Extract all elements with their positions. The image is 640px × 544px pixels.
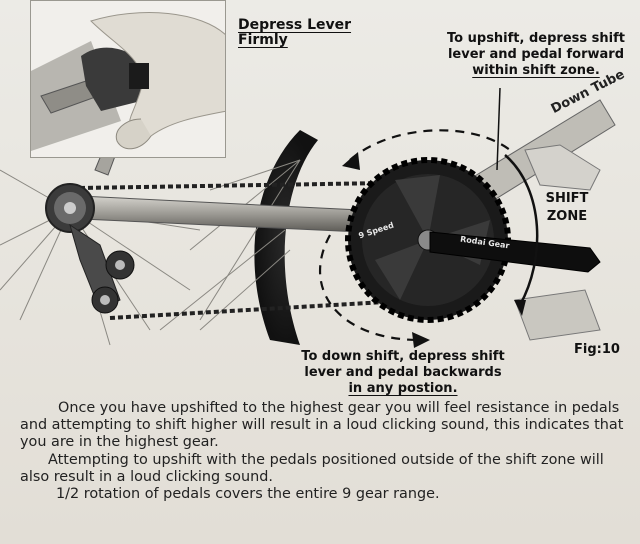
downshift-instruction: To down shift, depress shift lever and p… (290, 349, 516, 397)
bicycle-drivetrain-illustration (0, 59, 616, 348)
downshift-rotation-arrow (319, 234, 421, 342)
downshift-line-2: lever and pedal backwards (304, 365, 502, 380)
shift-zone-label: SHIFT ZONE (530, 190, 604, 226)
instruction-body: Once you have upshifted to the highest g… (20, 400, 635, 503)
shift-zone-arc (504, 154, 539, 316)
down-tube (459, 99, 616, 211)
downshift-line-1: To down shift, depress shift (301, 349, 505, 364)
downshift-arrowhead (412, 332, 430, 348)
pedal (514, 289, 601, 341)
paragraph-shift-zone: Attempting to upshift with the pedals po… (20, 451, 604, 485)
upshift-line-1: To upshift, depress shift (447, 31, 625, 46)
rear-derailleur (45, 183, 135, 314)
crank-arm (429, 231, 601, 273)
upshift-line-3: within shift zone. (472, 63, 600, 78)
upshift-arrowhead (342, 152, 360, 170)
figure-number: Fig:10 (574, 342, 620, 357)
hand-on-lever-illustration (31, 1, 225, 157)
paragraph-highest-gear: Once you have upshifted to the highest g… (20, 400, 624, 451)
shift-zone-line-2: ZONE (546, 209, 588, 224)
shift-zone-leader (496, 87, 501, 171)
upshift-instruction: To upshift, depress shift lever and peda… (438, 31, 634, 79)
shift-lever-inset-photo (30, 0, 226, 158)
downshift-line-3: in any postion. (348, 381, 458, 396)
upshift-rotation-arrow (349, 129, 511, 161)
chain (79, 181, 386, 320)
figure-10: Depress Lever Firmly To upshift, depress… (0, 0, 634, 397)
chainring (345, 157, 511, 323)
shift-zone-line-1: SHIFT (545, 191, 589, 206)
depress-lever-label: Depress Lever Firmly (238, 17, 352, 48)
upshift-line-2: lever and pedal forward (447, 47, 625, 62)
paragraph-rotation: 1/2 rotation of pedals covers the entire… (56, 486, 440, 503)
